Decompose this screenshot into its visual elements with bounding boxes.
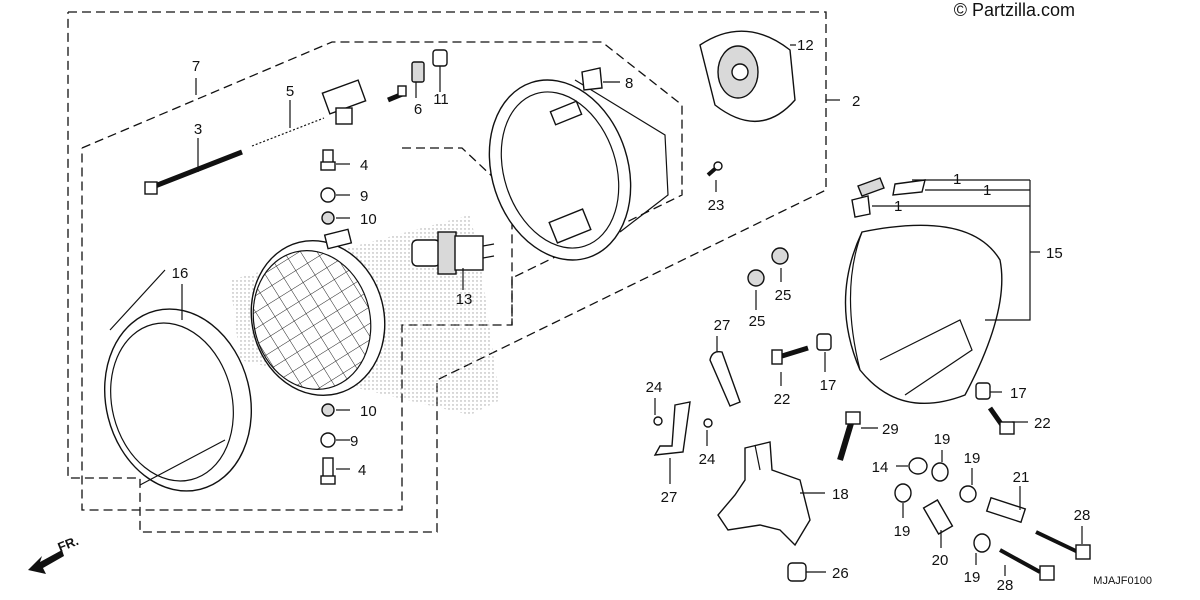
callout-4-upper: 4 [360,157,368,174]
callout-29: 29 [882,421,899,438]
cap-26 [787,562,807,582]
bolt-28a [1035,530,1091,560]
callout-9-lower: 9 [350,433,358,450]
collar-20 [922,499,954,535]
collar-21 [985,496,1027,524]
bolt-22b [987,406,1015,435]
emblem-set [851,177,926,218]
group-outline-headlight-assembly [67,11,827,533]
callout-1-c: 1 [894,198,902,215]
clamp-27b [653,401,691,456]
callout-5: 5 [286,83,294,100]
callout-20: 20 [932,552,949,569]
callout-22-left: 22 [774,391,791,408]
copyright-text: © Partzilla.com [954,0,1075,20]
headlight-case [488,79,669,261]
grommet-19d [973,533,991,553]
callout-8: 8 [625,75,633,92]
diagram-code: MJAJF0100 [1093,575,1152,587]
callout-17-left: 17 [820,377,837,394]
callout-24-left: 24 [646,379,663,396]
front-direction-arrow: FR. [28,533,81,574]
cap [432,49,448,67]
nut-lower [321,403,335,417]
callout-21: 21 [1013,469,1030,486]
callout-labels: 7 3 5 6 11 8 12 2 4 9 10 23 16 13 10 9 4… [172,37,1091,594]
grommet-19c [894,483,912,503]
callout-10-upper: 10 [360,211,377,228]
callout-23: 23 [708,197,725,214]
nut-25b [747,269,765,287]
callout-27-lower: 27 [661,489,678,506]
adjusting-spring [251,117,325,147]
clamp-27a [709,350,741,407]
callout-22-right: 22 [1034,415,1051,432]
headlight-lens-unit [250,228,386,397]
callout-27-upper: 27 [714,317,731,334]
callout-11: 11 [433,91,449,108]
screw-24a [653,416,663,426]
callout-24-right: 24 [699,451,716,468]
headlight-bracket [717,441,811,547]
clamp [581,67,603,91]
callout-28-a: 28 [1074,507,1091,524]
clip [411,61,425,83]
callout-25-a: 25 [775,287,792,304]
callout-1-b: 1 [983,182,991,199]
callout-25-b: 25 [749,313,766,330]
callout-1-a: 1 [953,171,961,188]
collar-14 [908,457,928,475]
stay-bracket [699,30,796,123]
callout-16: 16 [172,265,189,282]
callout-7: 7 [192,58,200,75]
screw-small [387,85,407,103]
grommet-19a [931,462,949,482]
group-outline-headlight-unit [81,41,683,511]
headlight-rim [103,269,253,492]
leader-lines [181,44,1083,576]
bolt-22a [771,345,809,365]
callout-19-b: 19 [964,450,981,467]
headlight-bulb [411,231,495,275]
callout-19-d: 19 [964,569,981,586]
callout-28-b: 28 [997,577,1014,594]
screw-24b [703,418,713,428]
callout-10-lower: 10 [360,403,377,420]
callout-17-right: 17 [1010,385,1027,402]
screw-long [144,149,243,195]
callout-15: 15 [1046,245,1063,262]
callout-2: 2 [852,93,860,110]
front-label: FR. [56,533,81,555]
collar-upper [320,187,336,203]
callout-9-upper: 9 [360,188,368,205]
nut-upper [321,211,335,225]
callout-12: 12 [797,37,814,54]
bolt-29 [837,411,861,461]
group-outline-case [402,147,513,325]
collar-lower [320,432,336,448]
grommet-19b [959,485,977,503]
callout-13: 13 [456,291,473,308]
callout-18: 18 [832,486,849,503]
callout-4-lower: 4 [358,462,366,479]
adjuster-nut [321,79,367,125]
callout-19-a: 19 [934,431,951,448]
bolt-28b [999,548,1055,581]
callout-26: 26 [832,565,849,582]
collar-17a [816,333,832,351]
screw-lower [320,457,336,485]
callout-3: 3 [194,121,202,138]
screw-upper [320,149,336,171]
headlight-cover-case [844,224,1003,405]
callout-19-c: 19 [894,523,911,540]
callout-14: 14 [872,459,889,476]
callout-6: 6 [414,101,422,118]
nut-25a [771,247,789,265]
screw-case [706,161,723,177]
collar-17b [975,382,991,400]
